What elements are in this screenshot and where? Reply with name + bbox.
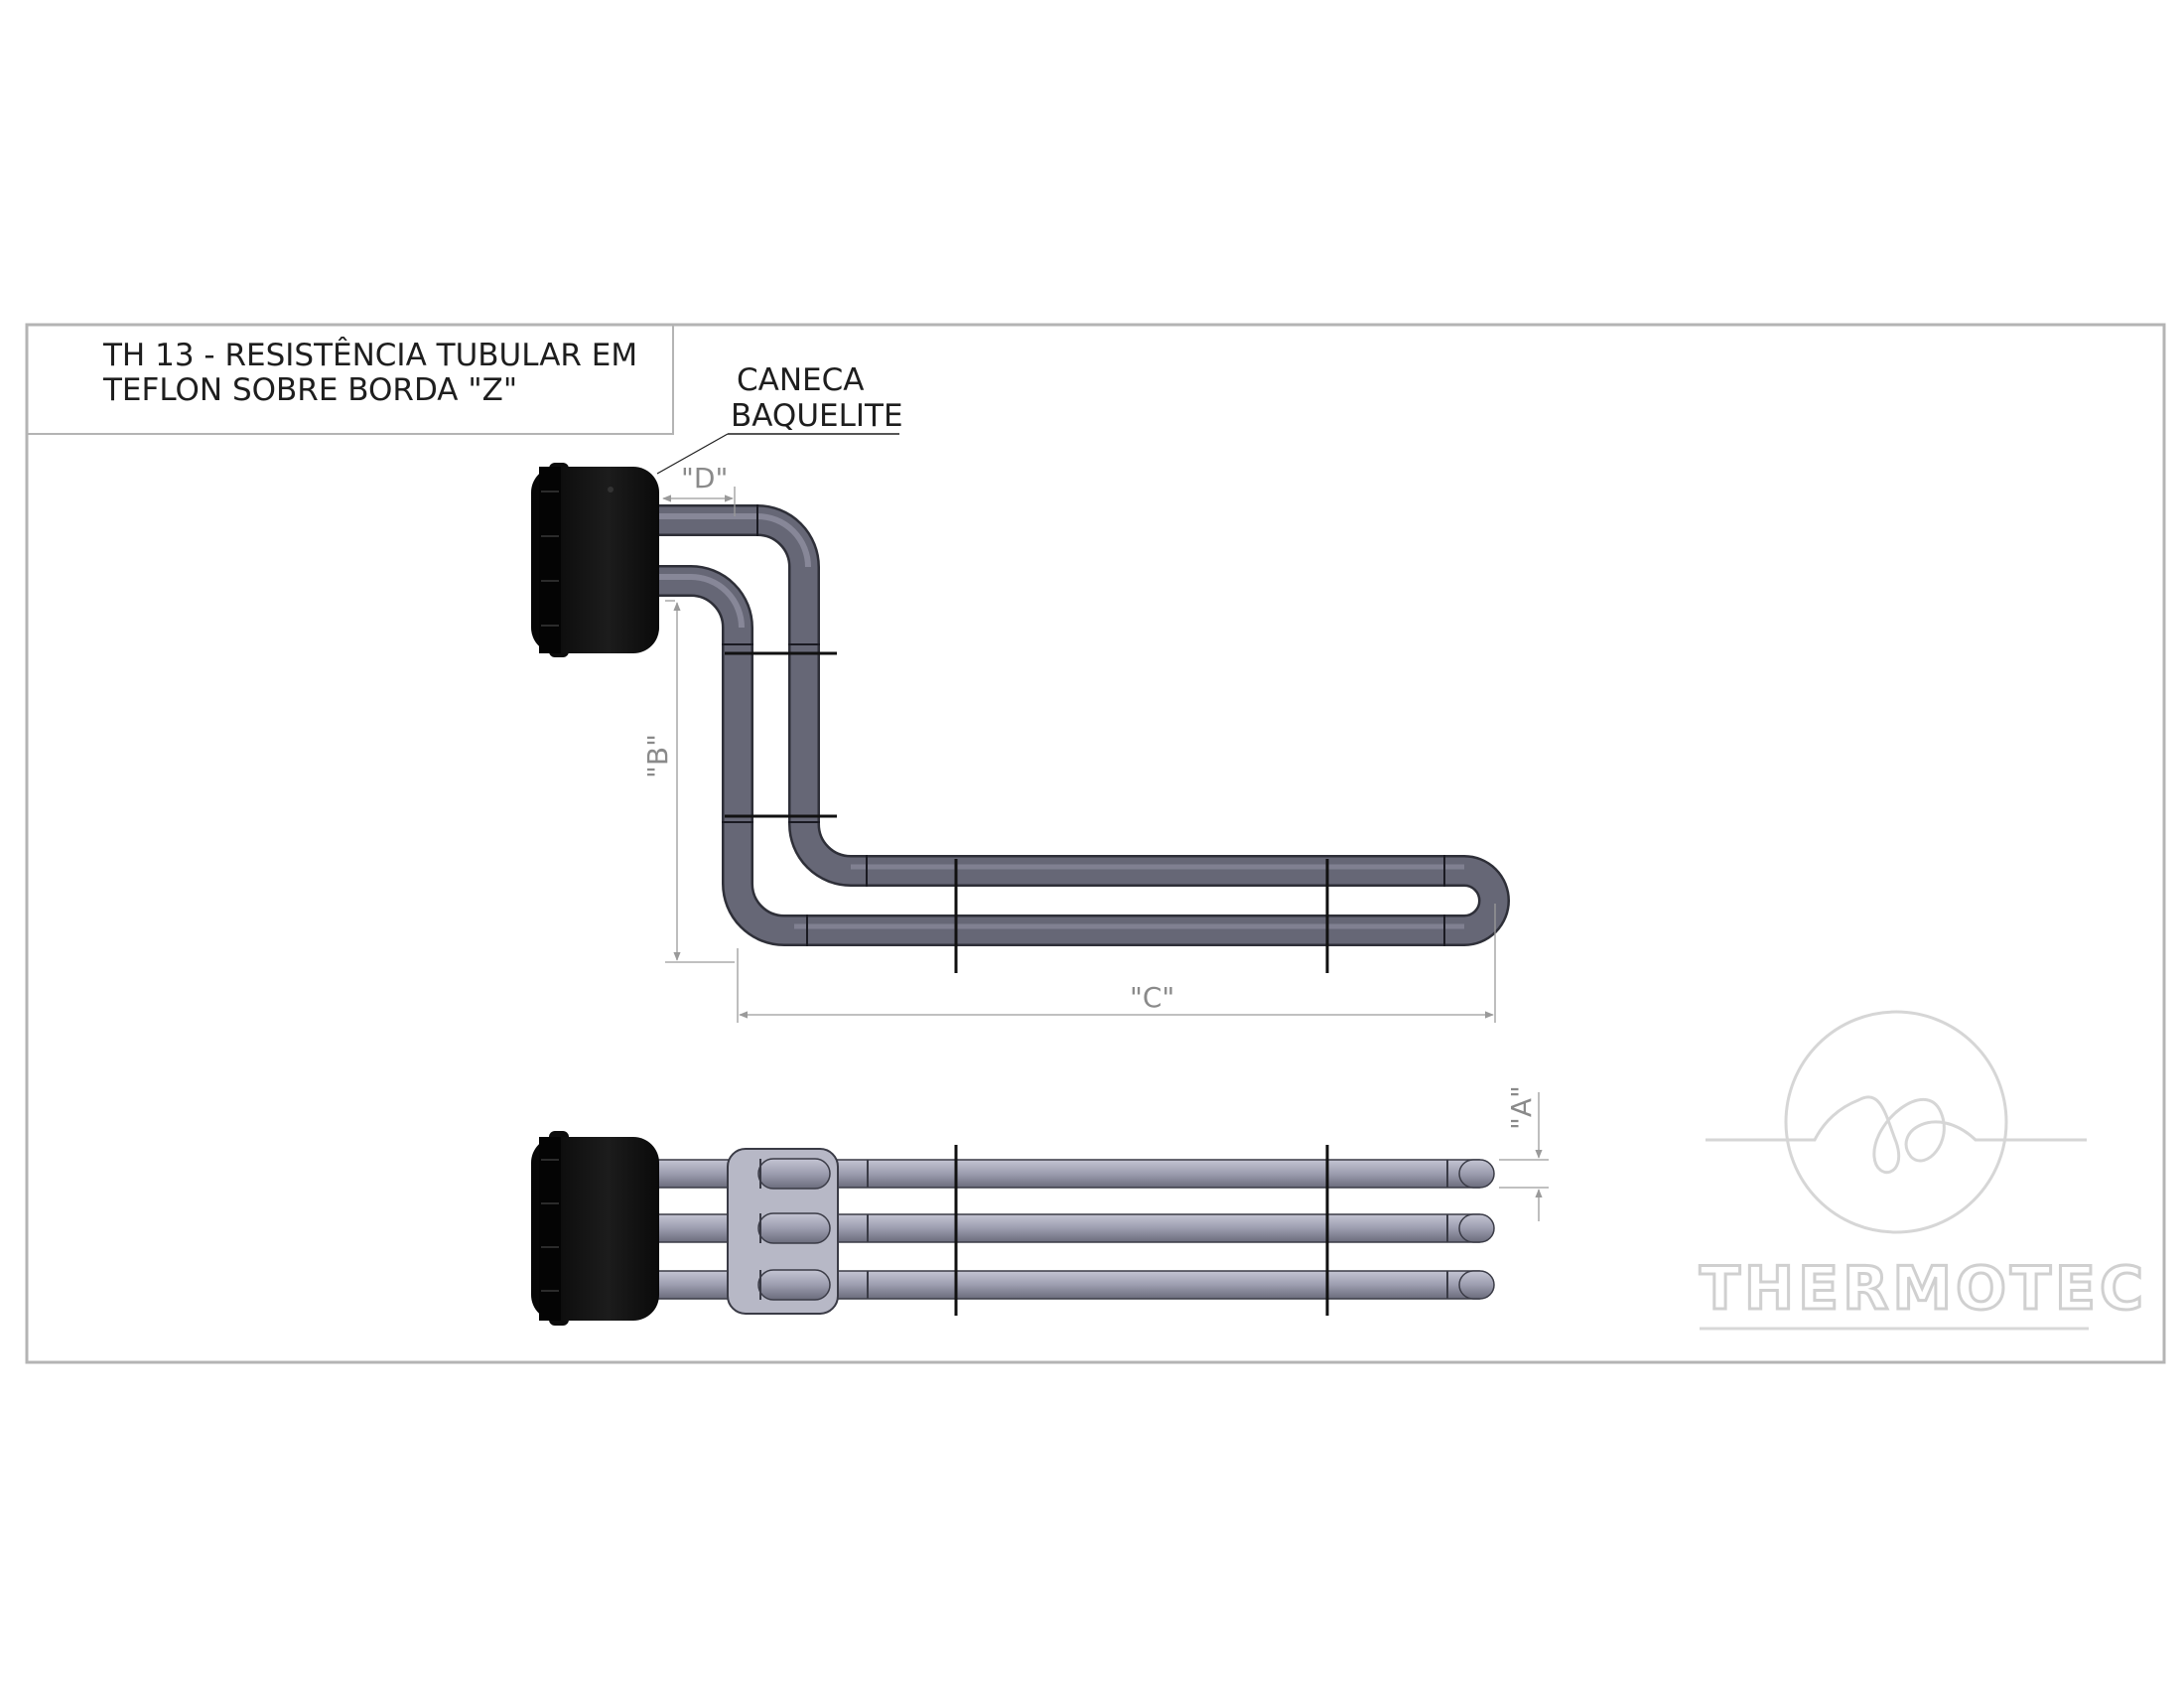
callout-leader: [656, 433, 729, 475]
dimension-a-label: "A": [1505, 1085, 1538, 1130]
side-view: "A": [531, 1085, 1549, 1326]
title-line-1: TH 13 - RESISTÊNCIA TUBULAR EM: [102, 338, 637, 373]
drawing-frame: [25, 323, 2166, 1364]
logo-brand-name: THERMOTEC: [1700, 1254, 2147, 1324]
spacer-clips-top: [725, 651, 1329, 973]
dimension-a: [1499, 1092, 1549, 1221]
spacer-clips-side: [954, 1145, 1329, 1316]
title-line-2: TEFLON SOBRE BORDA "Z": [102, 372, 517, 408]
bend-block: [727, 1148, 839, 1315]
dimension-c: [737, 904, 1496, 1023]
callout-caneca-baquelite: CANECA BAQUELITE: [656, 362, 903, 475]
dimension-b: [665, 600, 735, 963]
logo-ring: [1784, 1010, 2008, 1234]
dimension-b-label: "B": [641, 734, 674, 778]
callout-line-1: CANECA: [737, 362, 864, 398]
logo-flame-icon: [1706, 1095, 2087, 1175]
thermotec-logo: THERMOTEC: [1699, 1010, 2147, 1331]
bakelite-cap-side: [531, 1131, 659, 1326]
callout-line-2: BAQUELITE: [731, 398, 903, 434]
dimension-d-label: "D": [681, 462, 728, 494]
top-view: "D" "B" "C": [531, 462, 1510, 1023]
dimension-d: [662, 487, 736, 516]
dimension-c-label: "C": [1130, 981, 1174, 1014]
title-block: TH 13 - RESISTÊNCIA TUBULAR EM TEFLON SO…: [27, 325, 674, 435]
bakelite-cap-top: [531, 463, 659, 657]
